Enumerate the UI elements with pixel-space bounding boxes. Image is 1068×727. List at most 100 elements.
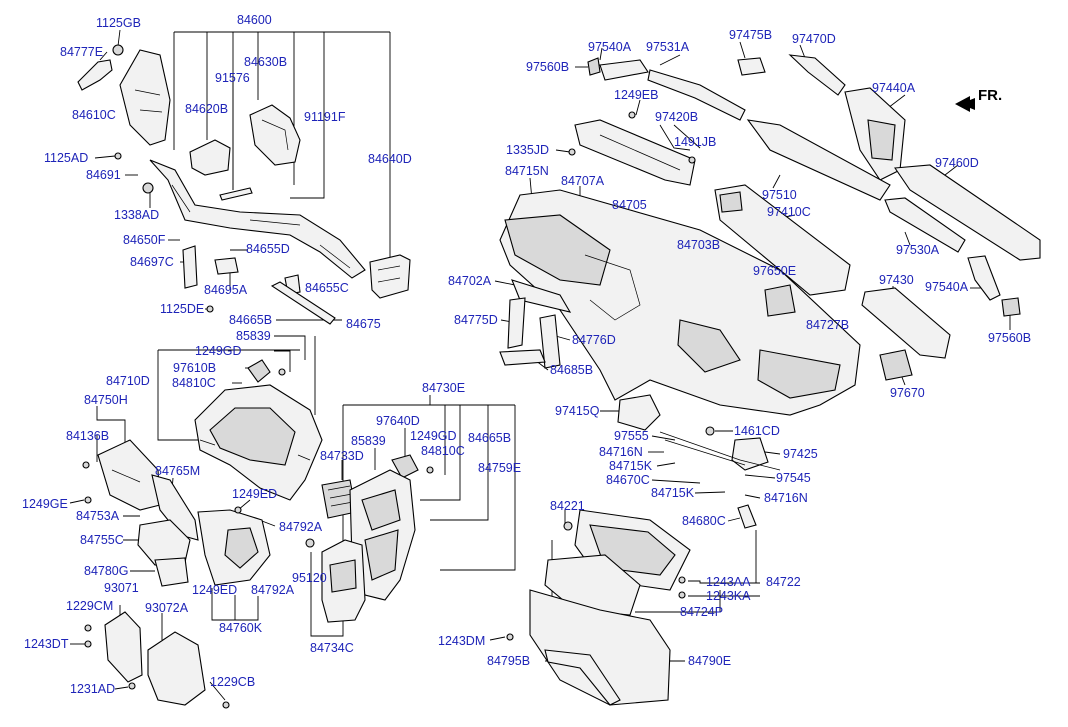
label-1491jb: 1491JB xyxy=(674,135,716,149)
label-85839-b: 85839 xyxy=(351,434,386,448)
label-84716n-a: 84716N xyxy=(599,445,643,459)
part-cover-93072a xyxy=(147,631,206,706)
part-cover-97425 xyxy=(731,437,769,471)
label-97470d: 97470D xyxy=(792,32,836,46)
label-84795b: 84795B xyxy=(487,654,530,668)
part-duct-97510 xyxy=(746,119,891,201)
part-bracket-84610c xyxy=(119,49,171,146)
label-1249ed-b: 1249ED xyxy=(192,583,237,597)
part-center-panel-84710d xyxy=(194,384,323,501)
label-84705: 84705 xyxy=(612,198,647,212)
label-1125gb: 1125GB xyxy=(96,16,141,30)
label-1461cd: 1461CD xyxy=(734,424,780,438)
label-97530a: 97530A xyxy=(896,243,940,257)
label-84715k-b: 84715K xyxy=(651,486,695,500)
part-bracket-84777e xyxy=(77,59,113,91)
label-97540a-b: 97540A xyxy=(925,280,969,294)
label-93072a: 93072A xyxy=(145,601,189,615)
label-84750h: 84750H xyxy=(84,393,128,407)
label-84710d: 84710D xyxy=(106,374,150,388)
part-bracket-84685b xyxy=(499,349,546,366)
label-84685b: 84685B xyxy=(550,363,593,377)
label-84691: 84691 xyxy=(86,168,121,182)
part-bracket-84776d xyxy=(539,314,561,369)
part-duct-97530a xyxy=(884,197,966,253)
label-84680c: 84680C xyxy=(682,514,726,528)
part-duct-97540a-b xyxy=(967,255,1021,317)
label-97420b: 97420B xyxy=(655,110,698,124)
part-duct-97440a xyxy=(844,87,906,181)
label-84810c-a: 84810C xyxy=(172,376,216,390)
part-labels: 1125GB 84600 84777E 84630B 91576 84620B … xyxy=(22,13,1031,696)
part-cover-97415q xyxy=(617,394,661,431)
label-84733d: 84733D xyxy=(320,449,364,463)
part-duct-97410c xyxy=(714,184,851,296)
part-vent-97650e xyxy=(764,284,796,317)
label-97555: 97555 xyxy=(614,429,649,443)
label-84727b: 84727B xyxy=(806,318,849,332)
label-84810c-b: 84810C xyxy=(421,444,465,458)
part-fascia-84734c xyxy=(321,539,366,623)
label-1125de: 1125DE xyxy=(160,302,204,316)
label-84702a: 84702A xyxy=(448,274,492,288)
part-cowl-crossmember xyxy=(149,159,366,279)
label-84715n: 84715N xyxy=(505,164,549,178)
part-bracket-84630b xyxy=(249,104,301,166)
part-bracket-84640d xyxy=(369,254,411,299)
label-84790e: 84790E xyxy=(688,654,731,668)
label-84753a: 84753A xyxy=(76,509,120,523)
part-bracket-84702a xyxy=(511,279,572,313)
label-1229cm: 1229CM xyxy=(66,599,113,613)
label-97440a: 97440A xyxy=(872,81,916,95)
part-bracket-84775d xyxy=(507,297,526,349)
label-1231ad: 1231AD xyxy=(70,682,115,696)
part-vent-97670 xyxy=(879,349,913,381)
part-bracket-84697c xyxy=(182,245,198,289)
label-84734c: 84734C xyxy=(310,641,354,655)
label-97640d: 97640D xyxy=(376,414,420,428)
label-1249gd-b: 1249GD xyxy=(410,429,457,443)
part-instrument-panel-84710 xyxy=(499,189,861,416)
label-84665b-b: 84665B xyxy=(468,431,511,445)
part-panel-84750h xyxy=(97,439,161,511)
label-97410c: 97410C xyxy=(767,205,811,219)
label-84775d: 84775D xyxy=(454,313,498,327)
label-84716n-b: 84716N xyxy=(764,491,808,505)
label-1335jd: 1335JD xyxy=(506,143,549,157)
label-84707a: 84707A xyxy=(561,174,605,188)
part-harness-97555 xyxy=(659,431,781,471)
label-1243ka: 1243KA xyxy=(706,589,751,603)
label-1249gd-a: 1249GD xyxy=(195,344,242,358)
part-grille-84733d xyxy=(321,479,357,519)
label-95120: 95120 xyxy=(292,571,327,585)
part-bracket-84620b xyxy=(189,139,231,176)
label-97670: 97670 xyxy=(890,386,925,400)
part-vent-97640d xyxy=(391,454,419,479)
label-84600: 84600 xyxy=(237,13,272,27)
label-97650e: 97650E xyxy=(753,264,796,278)
label-84722: 84722 xyxy=(766,575,801,589)
fasteners xyxy=(82,44,715,709)
part-cover-84790e xyxy=(529,589,671,706)
part-panel-84760k xyxy=(197,509,271,586)
label-97425: 97425 xyxy=(783,447,818,461)
label-97531a: 97531A xyxy=(646,40,690,54)
label-97540a-a: 97540A xyxy=(588,40,632,54)
part-trim-84765m xyxy=(151,474,199,541)
label-84695a: 84695A xyxy=(204,283,248,297)
part-bracket-84680c xyxy=(737,504,757,529)
label-1243dm: 1243DM xyxy=(438,634,485,648)
label-84765m: 84765M xyxy=(155,464,200,478)
part-duct-97540a xyxy=(587,57,649,81)
label-1243aa: 1243AA xyxy=(706,575,751,589)
front-direction-arrow-icon xyxy=(955,96,975,112)
label-91576: 91576 xyxy=(215,71,250,85)
label-84650f: 84650F xyxy=(123,233,166,247)
part-strip-91576 xyxy=(219,187,253,201)
part-cover-84780g xyxy=(154,557,189,587)
label-1125ad: 1125AD xyxy=(44,151,88,165)
part-duct-97430 xyxy=(861,287,951,359)
direction-label: FR. xyxy=(978,87,1002,104)
label-84703b: 84703B xyxy=(677,238,720,252)
